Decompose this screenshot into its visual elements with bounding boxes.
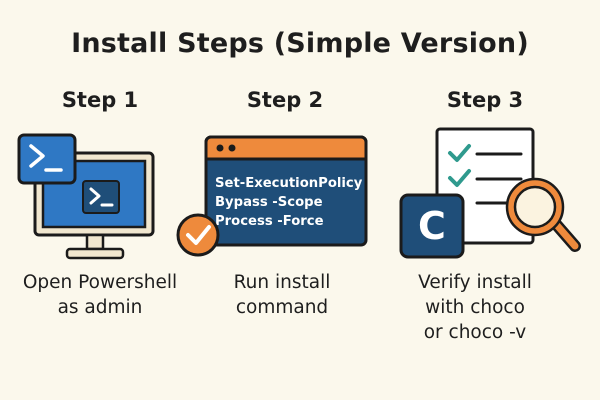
step-2-caption: Run install command [182, 270, 382, 320]
command-line: Bypass -Scope [215, 195, 323, 210]
logo-letter: C [418, 204, 446, 248]
page-title: Install Steps (Simple Version) [71, 28, 529, 59]
terminal-window-icon: Set-ExecutionPolicy Bypass -Scope Proces… [176, 135, 368, 257]
step-2-caption-line: Run install [233, 272, 331, 293]
step-2-heading: Step 2 [246, 88, 324, 112]
step-3-caption-line: Verify install [418, 272, 532, 293]
command-line: Process -Force [215, 214, 324, 229]
step-3-caption: Verify install with choco or choco -v [375, 270, 575, 345]
step-1-caption-line: as admin [57, 297, 143, 318]
step-3-caption-line: with choco [425, 297, 525, 318]
chocolatey-logo-icon: C [399, 193, 465, 259]
step-1-heading: Step 1 [61, 88, 139, 112]
step-2-caption-line: command [235, 297, 329, 318]
step-1-caption: Open Powershell as admin [0, 270, 200, 320]
checklist-check-icon [448, 144, 471, 162]
step-3-heading: Step 3 [446, 88, 524, 112]
step-3-caption-line: or choco -v [423, 322, 527, 343]
checklist-magnifier-icon: C [399, 127, 581, 259]
step-1-caption-line: Open Powershell [22, 272, 178, 293]
checklist-check-icon [448, 169, 471, 187]
powershell-monitor-icon [17, 133, 155, 260]
window-dot-icon [228, 144, 236, 152]
window-dot-icon [216, 144, 224, 152]
magnifier-icon [505, 177, 581, 252]
command-line: Set-ExecutionPolicy [215, 176, 363, 191]
check-badge-icon [176, 213, 220, 257]
